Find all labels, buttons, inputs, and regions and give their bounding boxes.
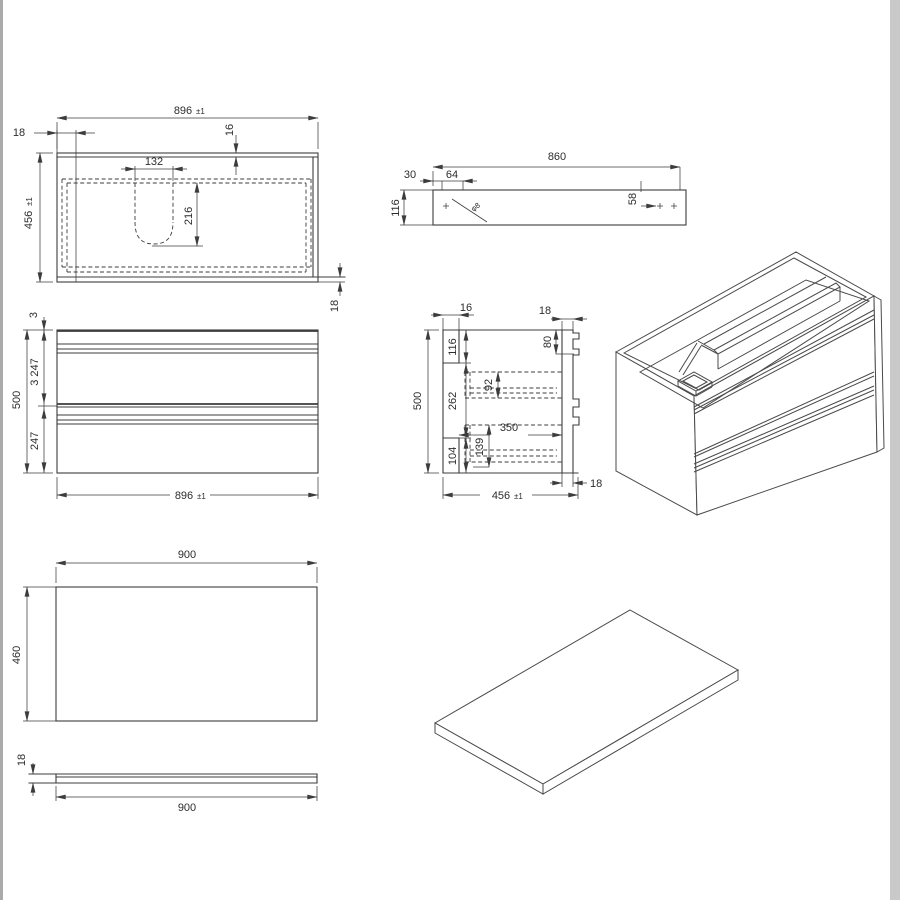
dim-lower-drawer-inner: 139 <box>474 438 486 456</box>
dim-front-height: 500 <box>11 391 23 409</box>
dim-panel-edge-width: 900 <box>178 802 196 814</box>
dim-plan-depth: 456 <box>23 211 35 229</box>
screw-hole-left <box>443 203 449 209</box>
drawer-front-lines <box>693 309 875 473</box>
dim-rail-bracket-width: 64 <box>446 169 458 181</box>
dim-front-upper-section: 3 247 <box>29 358 41 386</box>
dim-upper-drawer-inner: 92 <box>483 379 495 391</box>
dim-section-back-thickness: 18 <box>539 305 551 317</box>
dim-top-edge-thickness: 16 <box>224 124 236 136</box>
upper-drawer-section <box>464 371 562 399</box>
dim-front-lower-section: 247 <box>29 432 41 450</box>
dim-section-top-segment: 116 <box>447 338 459 356</box>
dim-section-middle-segment: 262 <box>447 392 459 410</box>
dim-plan-depth-tol: ±1 <box>25 197 34 206</box>
dim-back-overhang: 18 <box>329 300 341 312</box>
dim-cutout-depth: 216 <box>183 207 195 225</box>
dim-rail-height: 116 <box>390 199 402 217</box>
dim-back-panel: 18 <box>590 478 602 490</box>
dim-rail-length: 860 <box>548 151 566 163</box>
dim-drawer-length: 350 <box>500 422 518 434</box>
page-right-border <box>890 0 900 900</box>
view-countertop-edge: 18 900 <box>16 754 318 814</box>
dim-rail-end-offset: 30 <box>404 169 416 181</box>
dim-top-width: 896 <box>174 105 192 117</box>
view-hanging-rail: 860 30 64 116 φ8 58 <box>390 151 687 226</box>
dim-panel-width: 900 <box>178 549 196 561</box>
dim-section-height: 500 <box>412 392 424 410</box>
dim-cutout-width: 132 <box>145 156 163 168</box>
dim-rail-hole-offset: 58 <box>627 193 639 205</box>
dim-section-front-thickness: 16 <box>460 302 472 314</box>
dim-section-bottom-segment: 104 <box>447 447 459 465</box>
interior-tray <box>697 276 841 370</box>
dim-front-width-tol: ±1 <box>197 492 206 501</box>
page-left-border <box>0 0 3 900</box>
hole-diameter-note: φ8 <box>469 201 482 214</box>
interior-small-box <box>676 371 714 397</box>
dim-side-thickness: 18 <box>13 127 25 139</box>
sink-cutout <box>134 183 174 245</box>
view-countertop-3d <box>433 609 740 795</box>
dim-front-width: 896 <box>175 490 193 502</box>
screw-hole-right <box>657 203 677 209</box>
view-countertop-plan: 900 460 <box>11 549 318 722</box>
dim-hanger-height: 80 <box>542 336 554 348</box>
dim-section-depth: 456 <box>492 490 510 502</box>
dim-panel-depth: 460 <box>11 646 23 664</box>
view-front: 3 500 3 247 247 896 ±1 <box>11 312 319 502</box>
dim-panel-thickness: 18 <box>16 754 28 766</box>
view-top-plan: 896 ±1 18 16 132 216 456 ±1 <box>13 105 346 312</box>
dim-top-width-tol: ±1 <box>196 107 205 116</box>
view-section-side: 16 18 80 116 262 104 <box>412 302 602 502</box>
dim-section-depth-tol: ±1 <box>514 492 523 501</box>
lower-drawer-section <box>464 424 562 463</box>
dim-front-top-gap: 3 <box>28 312 40 318</box>
view-cabinet-3d <box>614 251 885 516</box>
